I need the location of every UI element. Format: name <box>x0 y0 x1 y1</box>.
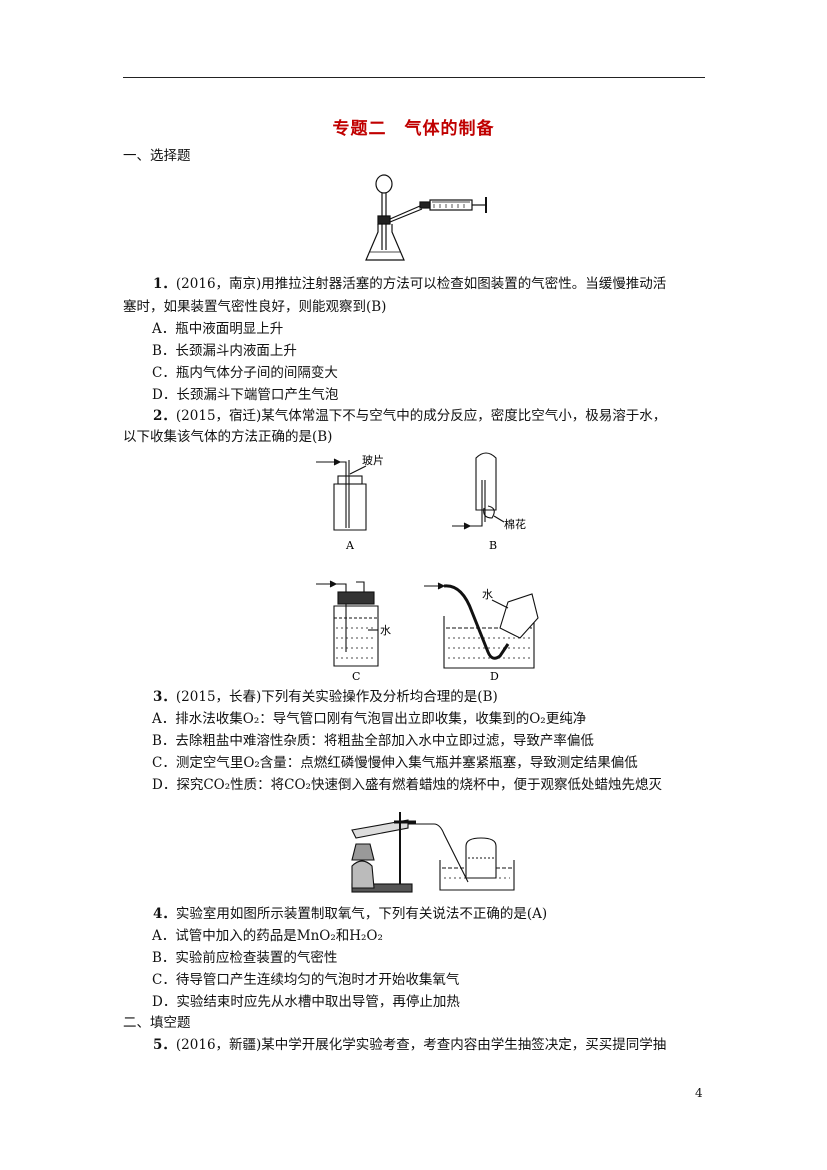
figure-label-c: C <box>352 670 360 682</box>
q3-option-d: D．探究CO₂性质：将CO₂快速倒入盛有燃着蜡烛的烧杯中，便于观察低处蜡烛先熄灭 <box>152 777 662 793</box>
label-water-c: 水 <box>380 624 391 637</box>
q1-option-d: D．长颈漏斗下端管口产生气泡 <box>152 387 339 403</box>
q2-number: 2． <box>153 408 176 424</box>
page-number: 4 <box>695 1086 703 1100</box>
q3-number: 3． <box>153 689 176 705</box>
q1-line2: 塞时，如果装置气密性良好，则能观察到(B) <box>123 299 387 315</box>
q4-option-c: C．待导管口产生连续均匀的气泡时才开始收集氧气 <box>152 972 460 988</box>
figure-airtightness-apparatus <box>360 170 500 274</box>
q3-text-1: (2015，长春)下列有关实验操作及分析均合理的是(B) <box>175 689 498 705</box>
q1-option-b: B．长颈漏斗内液面上升 <box>152 343 297 359</box>
q1-line1: 1．(2016，南京)用推拉注射器活塞的方法可以检查如图装置的气密性。当缓慢推动… <box>153 274 666 294</box>
label-glass-plate: 玻片 <box>362 454 384 467</box>
q5-number: 5． <box>153 1037 176 1053</box>
section-heading-choice: 一、选择题 <box>123 148 191 164</box>
q5-line1: 5．(2016，新疆)某中学开展化学实验考查，考查内容由学生抽签决定，买买提同学… <box>153 1035 666 1055</box>
q4-option-b: B．实验前应检查装置的气密性 <box>152 950 338 966</box>
q3-option-a: A．排水法收集O₂：导气管口刚有气泡冒出立即收集，收集到的O₂更纯净 <box>152 711 587 727</box>
q4-text-1: 实验室用如图所示装置制取氧气，下列有关说法不正确的是(A) <box>175 906 548 922</box>
figure-label-b: B <box>489 539 497 552</box>
q3-option-c: C．测定空气里O₂含量：点燃红磷慢慢伸入集气瓶并塞紧瓶塞，导致测定结果偏低 <box>152 755 638 771</box>
q1-text-1: (2016，南京)用推拉注射器活塞的方法可以检查如图装置的气密性。当缓慢推动活 <box>175 276 667 292</box>
figure-oxygen-apparatus <box>344 802 524 901</box>
figure-label-d: D <box>490 670 499 682</box>
q3-option-b: B．去除粗盐中难溶性杂质：将粗盐全部加入水中立即过滤，导致产率偏低 <box>152 733 594 749</box>
q2-line2: 以下收集该气体的方法正确的是(B) <box>123 429 333 445</box>
q2-text-1: (2015，宿迁)某气体常温下不与空气中的成分反应，密度比空气小，极易溶于水， <box>175 408 667 424</box>
label-water-d: 水 <box>482 588 493 601</box>
q3-line1: 3．(2015，长春)下列有关实验操作及分析均合理的是(B) <box>153 687 498 707</box>
header-rule <box>123 77 705 78</box>
label-cotton: 棉花 <box>504 517 526 531</box>
q4-line1: 4．实验室用如图所示装置制取氧气，下列有关说法不正确的是(A) <box>153 904 547 924</box>
page-title: 专题二 气体的制备 <box>332 119 495 139</box>
q4-option-a: A．试管中加入的药品是MnO₂和H₂O₂ <box>152 928 383 944</box>
q5-text-1: (2016，新疆)某中学开展化学实验考查，考查内容由学生抽签决定，买买提同学抽 <box>175 1037 667 1053</box>
q1-option-a: A．瓶中液面明显上升 <box>152 321 284 337</box>
q2-line1: 2．(2015，宿迁)某气体常温下不与空气中的成分反应，密度比空气小，极易溶于水… <box>153 406 666 426</box>
section-heading-fill: 二、填空题 <box>123 1015 191 1031</box>
q1-option-c: C．瓶内气体分子间的间隔变大 <box>152 365 338 381</box>
figure-label-a: A <box>345 539 355 552</box>
figure-gas-collection-cd: 水 水 C D <box>312 572 552 686</box>
figure-gas-collection-ab: 玻片 棉花 A B <box>312 450 552 559</box>
q1-number: 1． <box>153 276 176 292</box>
q4-option-d: D．实验结束时应先从水槽中取出导管，再停止加热 <box>152 994 460 1010</box>
q4-number: 4． <box>153 906 176 922</box>
